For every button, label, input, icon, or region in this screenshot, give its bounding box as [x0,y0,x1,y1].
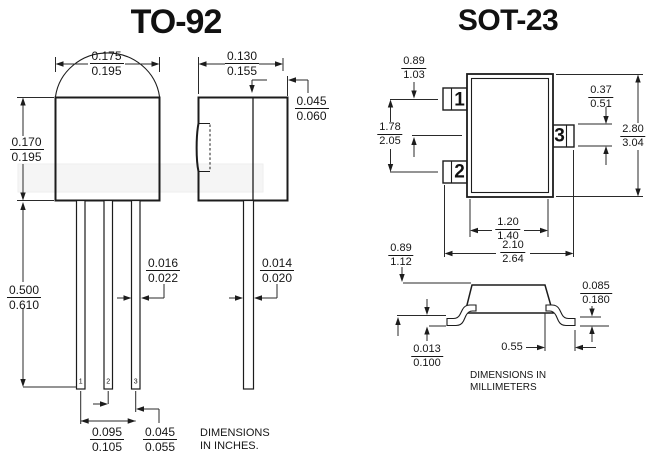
to92-pin2-label: 2 [106,378,111,386]
dim-to92-lead-width-front: 0.016 0.022 [145,256,181,285]
dim-sot23-pitch: 1.78 2.05 [377,121,403,147]
note-mm-line2: MILLIMETERS [470,381,537,393]
sot23-pin2-label: 2 [454,161,465,183]
dim-to92-lead-offset: 0.045 0.055 [142,425,178,454]
to92-pin1-label: 1 [78,378,83,386]
to92-dome-outline [54,52,161,97]
sot23-side-body [464,284,554,314]
sot23-left-lead [446,304,477,327]
dim-sot23-standoff: 0.013 0.100 [411,343,443,369]
note-mm-line1: DIMENSIONS IN [470,370,547,381]
to92-dimension-lines [17,57,309,424]
note-inches-line2: IN INCHES. [200,439,259,452]
sot23-dimension-lines [390,74,643,351]
note-inches-line1: DIMENSIONS [200,427,270,439]
dim-sot23-pin-width: 0.37 0.51 [588,84,614,110]
dim-to92-lead-pitch: 0.095 0.105 [89,425,125,454]
sot23-tab-dividers [450,88,568,183]
dimension-arrowheads [20,61,641,424]
dim-sot23-lead-thickness: 0.085 0.180 [580,280,612,306]
note-inches: DIMENSIONS IN INCHES. [200,427,270,453]
to92-notch-steps [199,123,210,172]
to92-leads [75,199,255,390]
dim-sot23-foot-length: 0.55 [501,341,523,353]
title-to92: TO-92 [130,3,223,41]
sot23-right-lead [545,304,576,327]
sot23-pin3-label: 3 [554,125,565,147]
dim-sot23-lead-span: 2.10 2.64 [500,239,526,265]
note-millimeters: DIMENSIONS IN MILLIMETERS [470,370,546,394]
dim-to92-body-height: 0.170 0.195 [9,135,44,164]
dim-to92-top-width: 0.175 0.195 [89,49,124,78]
dim-to92-tab-depth: 0.045 0.060 [294,94,329,123]
dim-sot23-body-width: 1.20 1.40 [495,216,521,242]
sot23-top-view [442,73,575,198]
title-sot23: SOT-23 [457,4,559,37]
dim-to92-lead-length: 0.500 0.610 [6,283,42,312]
to92-side-body [195,96,289,202]
dim-sot23-body-height: 0.89 1.12 [388,242,414,268]
to92-pin3-label: 3 [133,378,138,386]
dim-sot23-half-pitch: 0.89 1.03 [401,55,427,81]
dim-to92-lead-width-side: 0.014 0.020 [259,256,295,285]
dim-sot23-body-length: 2.80 3.04 [620,123,646,149]
scan-band-artifact [17,163,264,193]
dim-to92-side-width: 0.130 0.155 [224,49,260,78]
sot23-pin1-label: 1 [454,89,465,110]
